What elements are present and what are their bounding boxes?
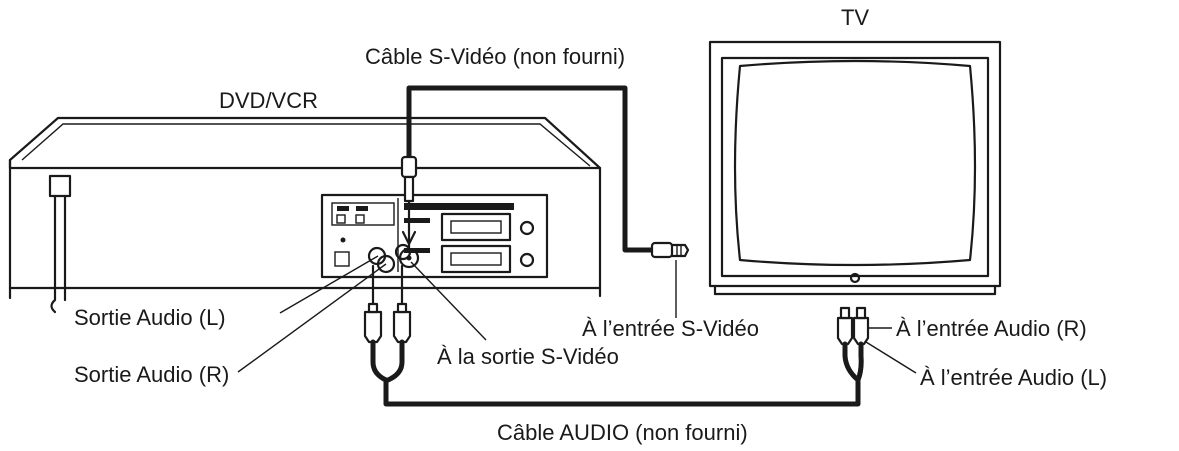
dvdvcr-unit bbox=[8, 116, 602, 314]
dvdvcr-label: DVD/VCR bbox=[219, 88, 318, 113]
audio-cable-label: Câble AUDIO (non fourni) bbox=[497, 420, 748, 445]
svideo-in-label: À l’entrée S-Vidéo bbox=[582, 316, 759, 341]
audio-out-r-label: Sortie Audio (R) bbox=[74, 362, 229, 387]
tv-label: TV bbox=[841, 5, 869, 30]
audio-in-r-label: À l’entrée Audio (R) bbox=[896, 316, 1087, 341]
svideo-out-label: À la sortie S-Vidéo bbox=[437, 344, 619, 369]
tv-unit bbox=[708, 40, 1002, 296]
svideo-cable bbox=[400, 85, 690, 259]
leader-lines bbox=[237, 255, 917, 374]
audio-out-l-label: Sortie Audio (L) bbox=[74, 305, 226, 330]
svideo-cable-label: Câble S-Vidéo (non fourni) bbox=[365, 44, 625, 69]
audio-in-l-label: À l’entrée Audio (L) bbox=[920, 365, 1107, 390]
